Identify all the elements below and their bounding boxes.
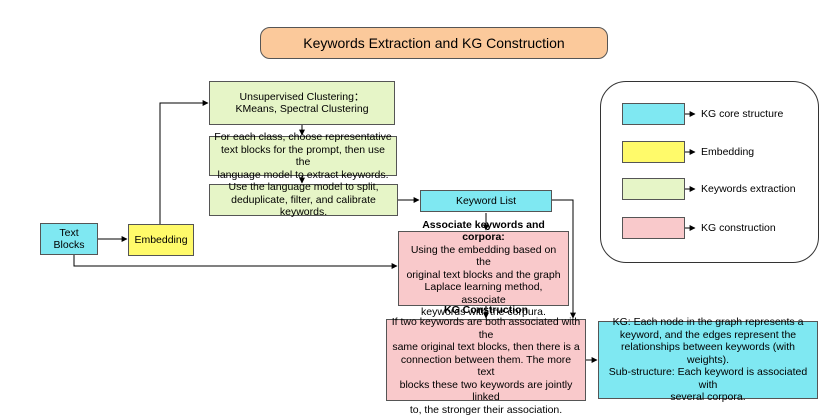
node-choose-line-1: For each class, choose representative bbox=[214, 131, 392, 143]
node-split-line-2: deduplicate, filter, and calibrate keywo… bbox=[231, 193, 376, 219]
node-embedding-label: Embedding bbox=[134, 233, 188, 246]
node-associate: Associate keywords and corpora: Using th… bbox=[398, 219, 569, 318]
node-kg-construction-line-4: blocks these two keywords are jointly li… bbox=[399, 378, 573, 404]
node-kg-core-line-2: keyword, and the edges represent the bbox=[619, 328, 797, 341]
node-associate-line-3: Laplace learning method, associate bbox=[424, 281, 543, 306]
legend-swatch-embedding bbox=[622, 141, 685, 163]
node-kg-core: KG: Each node in the graph represents a … bbox=[598, 316, 818, 403]
node-clustering: Unsupervised Clustering： KMeans, Spectra… bbox=[209, 81, 395, 125]
node-keyword-list: Keyword List bbox=[420, 190, 552, 212]
node-kg-construction-line-3: connection between them. The more text bbox=[400, 353, 572, 379]
legend-swatch-construction bbox=[622, 217, 685, 239]
node-associate-line-2: original text blocks and the graph bbox=[406, 268, 561, 281]
node-choose-blocks: For each class, choose representative te… bbox=[209, 131, 397, 181]
legend-label-core: KG core structure bbox=[701, 108, 784, 120]
node-kg-core-line-4: Sub-structure: Each keyword is associate… bbox=[608, 366, 808, 391]
node-embedding: Embedding bbox=[128, 224, 194, 256]
legend-swatch-extraction bbox=[622, 178, 685, 200]
node-choose-line-3: language model to extract keywords. bbox=[217, 168, 389, 181]
node-clustering-line-2: KMeans, Spectral Clustering bbox=[235, 103, 369, 115]
legend-label-construction: KG construction bbox=[701, 222, 776, 234]
legend-label-embedding: Embedding bbox=[701, 146, 755, 158]
node-text-blocks: Text Blocks bbox=[40, 223, 98, 255]
arrow-embedding-to-clustering bbox=[159, 100, 209, 225]
node-choose-line-2: text blocks for the prompt, then use the bbox=[220, 143, 385, 169]
node-kg-construction-line-5: to, the stronger their association. bbox=[409, 403, 563, 416]
node-associate-line-1: Using the embedding based on the bbox=[410, 243, 557, 269]
arrow-keywordlist-to-kgconstruction bbox=[552, 199, 576, 319]
node-split-line-1: Use the language model to split, bbox=[228, 181, 379, 194]
legend-swatch-core bbox=[622, 103, 685, 125]
diagram-title: Keywords Extraction and KG Construction bbox=[260, 27, 608, 59]
arrow-text-to-associate bbox=[73, 255, 398, 269]
legend-panel bbox=[600, 81, 819, 263]
node-text-blocks-label: Text Blocks bbox=[53, 226, 85, 252]
node-kg-construction-line-2: same original text blocks, then there is… bbox=[392, 341, 580, 354]
node-associate-line-4: keywords with the corpura. bbox=[421, 306, 546, 318]
node-keyword-list-label: Keyword List bbox=[455, 194, 517, 207]
node-clustering-line-1: Unsupervised Clustering： bbox=[239, 90, 365, 103]
node-kg-core-line-1: KG: Each node in the graph represents a bbox=[612, 316, 804, 329]
node-associate-heading: Associate keywords and corpora: bbox=[422, 218, 545, 244]
node-split: Use the language model to split, dedupli… bbox=[209, 181, 398, 219]
node-kg-core-line-3: relationships between keywords (with wei… bbox=[621, 341, 795, 366]
legend-label-extraction: Keywords extraction bbox=[701, 183, 796, 195]
diagram-title-text: Keywords Extraction and KG Construction bbox=[303, 34, 565, 51]
node-kg-core-line-5: several corpora. bbox=[670, 391, 746, 404]
node-kg-construction: KG Construction If two keywords are both… bbox=[386, 304, 586, 416]
node-kg-construction-line-1: If two keywords are both associated with… bbox=[391, 316, 581, 341]
node-kg-construction-heading: KG Construction bbox=[444, 303, 528, 316]
